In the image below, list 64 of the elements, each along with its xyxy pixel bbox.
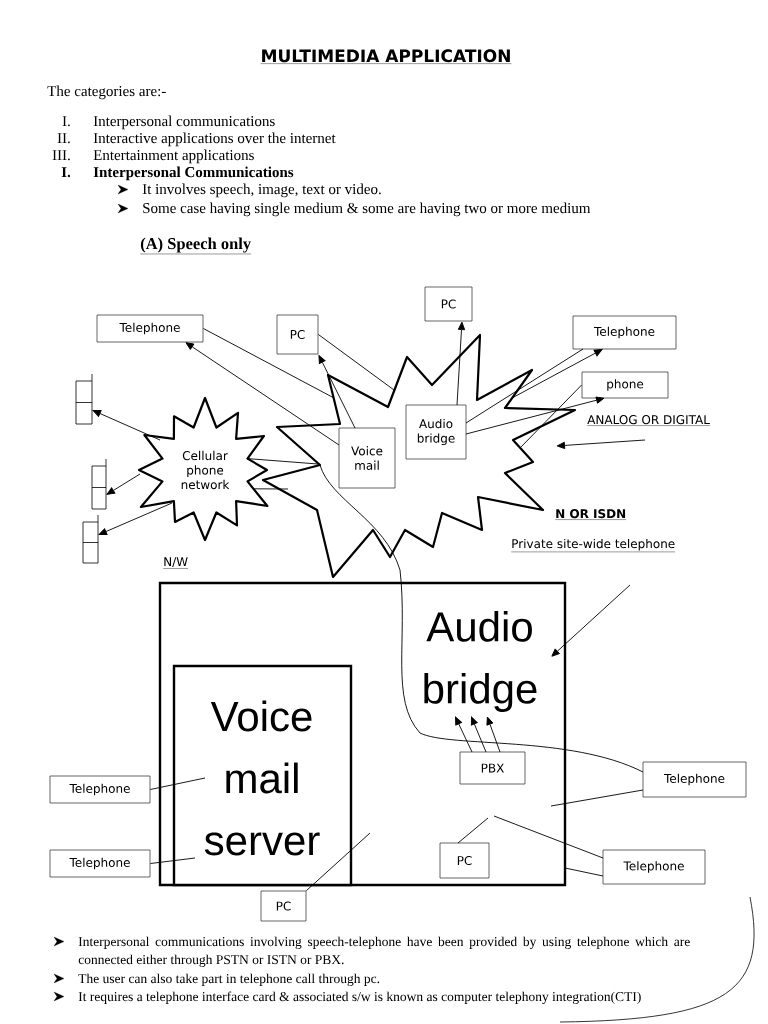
section-heading: Interpersonal Communications (93, 166, 294, 181)
telephone-box: Telephone (96, 314, 204, 343)
connector-line (564, 867, 604, 877)
telephone-box: Telephone (572, 315, 677, 350)
pc-box: PC (260, 890, 307, 922)
telephone-box: Telephone (602, 849, 706, 885)
arrow (185, 342, 340, 446)
phone-box: phone (581, 371, 669, 399)
mobile-phone-icon (91, 458, 107, 510)
list-item-text: Interactive applications over the internet (93, 132, 336, 147)
title: MULTIMEDIA APPLICATION (260, 49, 512, 64)
connector-line (305, 832, 371, 892)
arrow (92, 410, 161, 441)
connector-line (457, 817, 489, 844)
telephone-box: Telephone (49, 849, 151, 878)
list-number: I. (62, 116, 70, 127)
arrow (470, 716, 487, 753)
connector-line (550, 789, 644, 807)
voice-mail-server-box: Voice mail server (172, 664, 353, 887)
bullet-text: It requires a telephone interface card & associated s/w is known as computer telephony integration(CTI) (78, 991, 641, 1004)
list-item-text: Entertainment applications (93, 149, 254, 164)
list-number: I. (61, 167, 71, 178)
network-label: Private site-wide telephone (511, 538, 676, 553)
telephone-box: Telephone (49, 775, 151, 804)
intro-text: The categories are:- (47, 85, 166, 100)
arrow (486, 716, 501, 753)
arrow (318, 355, 356, 429)
arrow (556, 439, 646, 450)
network-label: ANALOG OR DIGITAL (587, 415, 711, 426)
list-number: II. (57, 133, 70, 144)
connector-line (319, 464, 644, 773)
bullet-text: It involves speech, image, text or video. (142, 183, 381, 198)
arrow (465, 396, 605, 435)
arrow (551, 584, 631, 657)
mobile-phone-icon (75, 373, 93, 425)
pc-box: PC (439, 842, 490, 879)
connector-line (317, 334, 395, 391)
voice-mail-box: Voice mail (338, 427, 396, 489)
bullet-text: Interpersonal communications involving speech-telephone have been provided by using telephone which are connected either through PSTN or ISTN or PBX. (78, 936, 690, 967)
network-label: N/W (163, 557, 189, 569)
arrow (511, 349, 603, 399)
bullet-text: Some case having single medium & some are having two or more medium (143, 202, 591, 217)
list-item-text: Interpersonal communications (93, 115, 275, 130)
connector-line (465, 348, 584, 424)
arrow (455, 716, 473, 753)
pc-box: PC (276, 314, 319, 355)
network-label: N OR ISDN (555, 509, 627, 520)
connector-line (493, 815, 604, 859)
telephone-box: Telephone (642, 761, 747, 798)
bullet-text: The user can also take part in telephone call through pc. (78, 973, 380, 986)
audio-bridge-box: Audio bridge (405, 404, 467, 460)
network-starburst: Cellular phone network (137, 396, 269, 542)
box-title: Audio bridge (424, 610, 537, 713)
subsection-heading: (A) Speech only (140, 237, 252, 255)
connector-line (519, 384, 583, 449)
pbx-box: PBX (459, 751, 526, 785)
arrow (98, 502, 173, 535)
pc-box: PC (424, 286, 473, 322)
arrow (456, 321, 466, 406)
list-number: III. (52, 150, 70, 161)
connector-line (202, 328, 335, 399)
connector-line (149, 777, 206, 790)
mobile-phone-icon (82, 514, 99, 564)
arrow (106, 473, 141, 495)
